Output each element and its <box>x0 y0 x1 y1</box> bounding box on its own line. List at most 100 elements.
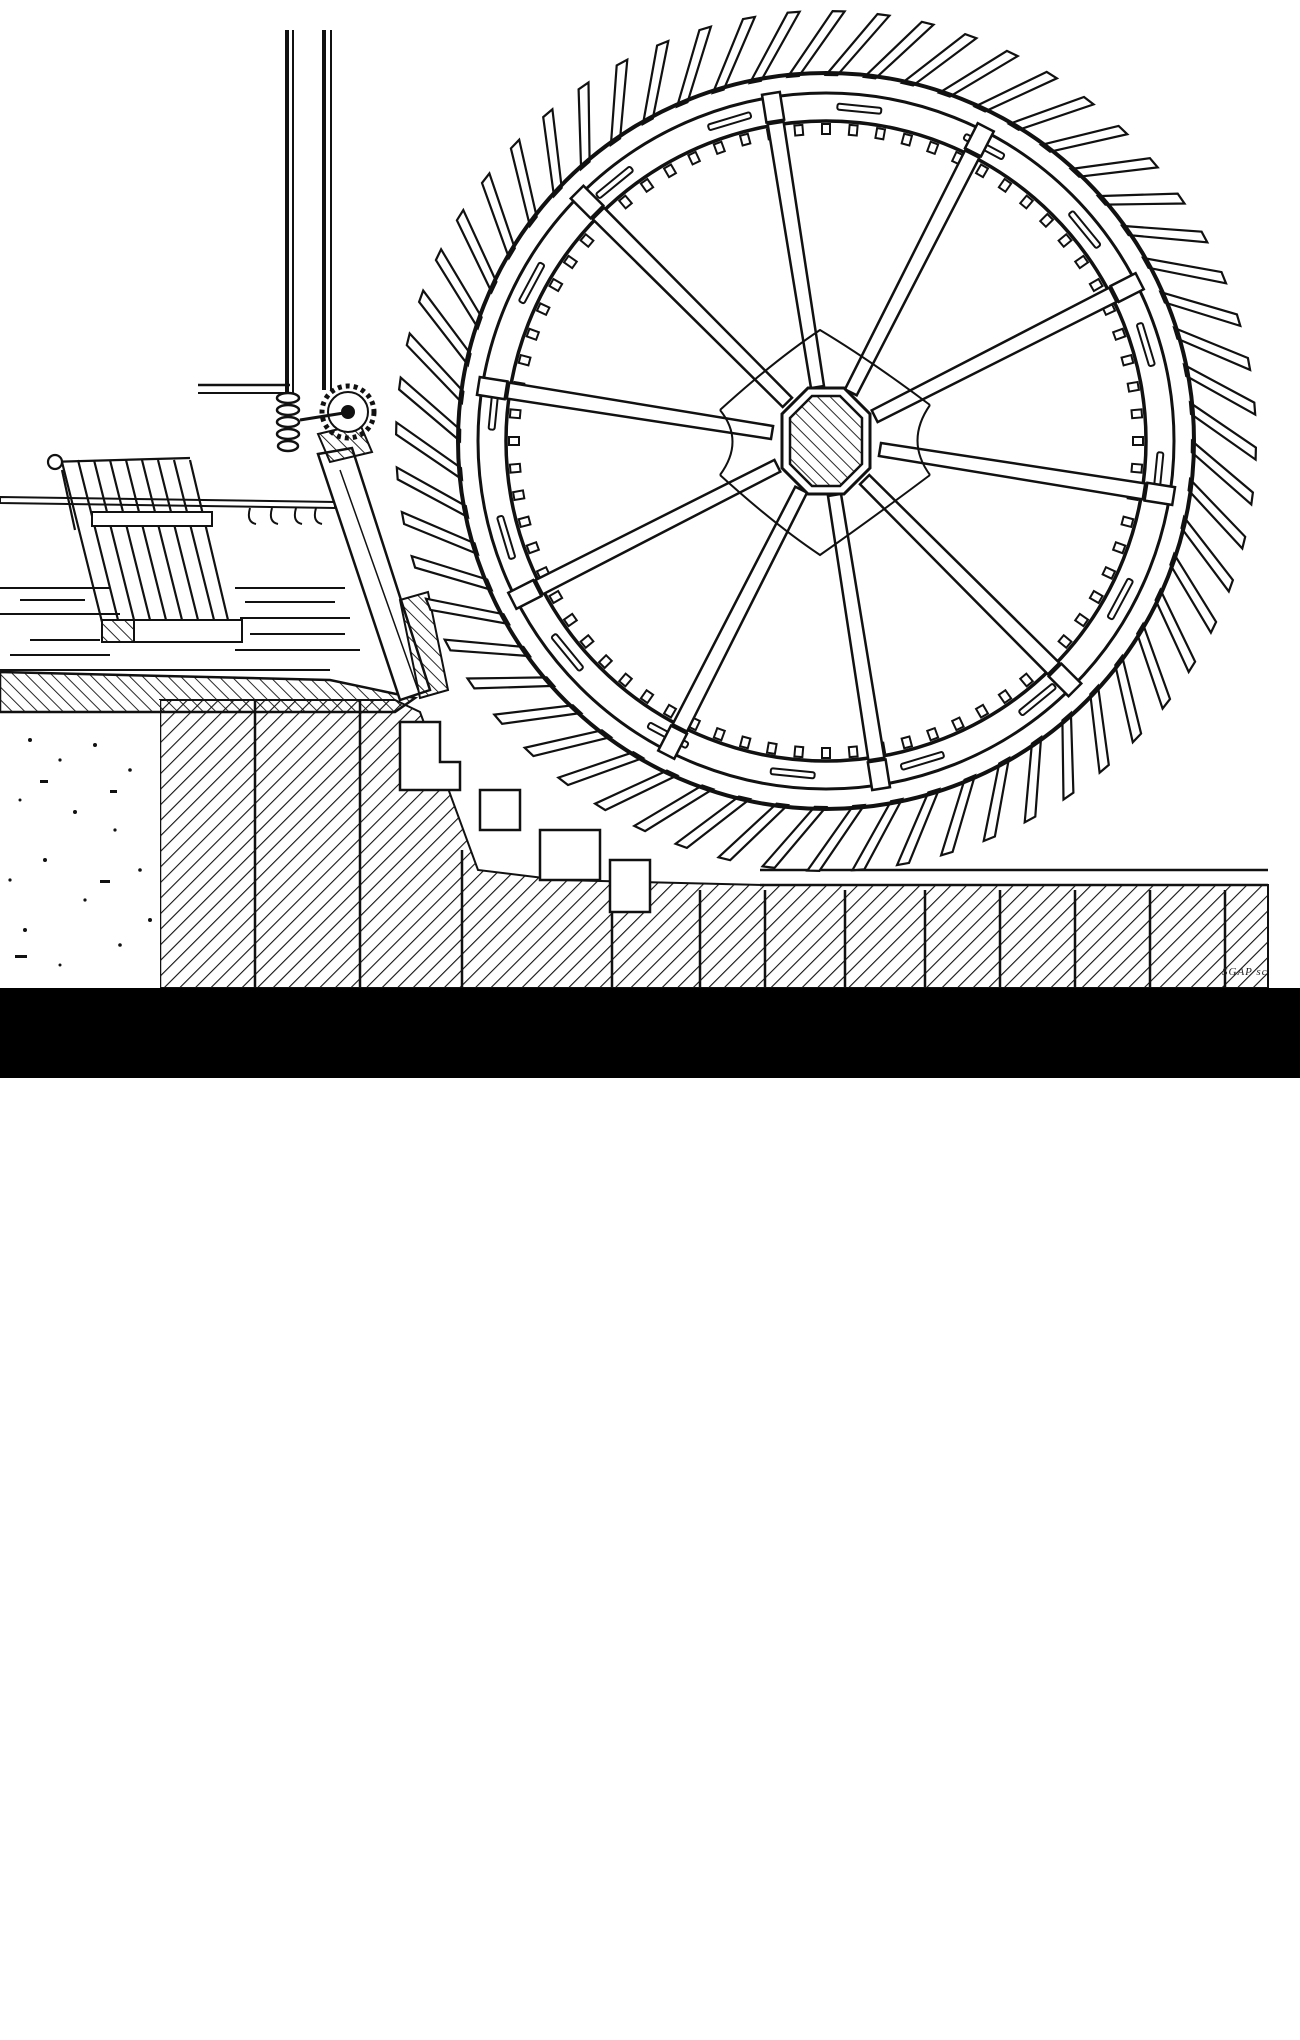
cog <box>1073 612 1090 628</box>
bucket <box>936 49 1021 98</box>
cog <box>738 735 752 750</box>
bucket <box>609 57 629 148</box>
bucket <box>641 39 670 127</box>
cog <box>508 436 520 446</box>
rim-slot <box>595 165 634 199</box>
spoke-clamp <box>963 121 996 159</box>
cog <box>508 462 522 474</box>
cog <box>1120 515 1135 529</box>
rim-slot <box>550 633 584 672</box>
trash-rack <box>46 453 230 623</box>
cog <box>1120 353 1135 367</box>
bucket <box>1068 157 1160 178</box>
cog <box>1130 462 1144 474</box>
bucket <box>1154 587 1197 675</box>
cog <box>517 353 532 367</box>
cog <box>874 126 887 141</box>
watermark-footer: alamy EW4CRW <box>0 988 1300 2038</box>
bucket <box>1023 734 1043 825</box>
bucket <box>675 25 713 109</box>
cog <box>562 254 579 270</box>
control-rods <box>198 30 332 395</box>
spoke <box>671 485 809 734</box>
bucket <box>397 375 462 444</box>
cog <box>765 741 778 756</box>
rim-slot <box>1068 210 1102 249</box>
image-id-label: EW4CRW <box>1179 2005 1270 2027</box>
bucket <box>1006 95 1096 132</box>
rim-slot <box>1106 577 1134 621</box>
rim-slot <box>707 111 753 131</box>
cog <box>1073 254 1090 270</box>
bucket <box>1180 514 1235 594</box>
bucket <box>823 12 892 77</box>
spoke <box>826 492 886 762</box>
bucket <box>1135 621 1172 711</box>
spoke-clamp <box>656 723 689 761</box>
beam-hooks <box>247 507 323 525</box>
bucket <box>1114 653 1143 745</box>
cog <box>1088 277 1104 293</box>
bucket <box>1169 551 1218 636</box>
rack-crossbar <box>91 511 213 527</box>
bucket <box>424 597 512 626</box>
cog <box>511 489 526 502</box>
cog <box>579 232 595 249</box>
spoke <box>870 286 1119 424</box>
cog <box>1057 232 1073 249</box>
cog <box>847 745 859 759</box>
bucket <box>631 784 716 833</box>
cog <box>525 327 541 342</box>
cog <box>1101 565 1117 580</box>
bucket <box>1158 290 1242 328</box>
spoke <box>590 205 794 409</box>
rack-sill-hatched <box>101 619 135 643</box>
cog <box>793 745 805 759</box>
cog <box>712 726 727 742</box>
cog <box>1018 194 1035 210</box>
cog <box>712 140 727 156</box>
bucket <box>850 797 905 872</box>
wheel-buckets <box>394 9 1258 873</box>
spoke <box>843 148 981 397</box>
bucket <box>711 15 757 95</box>
cog <box>639 688 655 705</box>
bucket <box>455 207 498 295</box>
bucket <box>405 331 465 406</box>
stepped-breast <box>398 720 652 914</box>
cog <box>925 726 940 742</box>
bucket <box>577 80 591 172</box>
spoke-clamp <box>475 375 509 401</box>
rim-slot <box>1136 322 1156 368</box>
spoke <box>877 441 1147 501</box>
bucket <box>442 638 533 658</box>
bucket <box>1038 124 1130 153</box>
cog <box>1038 212 1055 229</box>
cog <box>1130 408 1144 420</box>
cog <box>974 163 990 179</box>
cog <box>1057 633 1073 650</box>
engraver-signature: SGAP sc <box>1222 966 1268 978</box>
cog <box>1111 327 1127 342</box>
spoke-clamp <box>760 90 786 124</box>
bucket <box>492 704 584 725</box>
ground-slab <box>0 670 419 714</box>
bucket <box>556 750 646 787</box>
wheel-inner-ring <box>504 119 1148 763</box>
tailrace <box>760 868 1268 887</box>
hub-web <box>719 328 931 557</box>
bucket <box>395 465 470 520</box>
bucket <box>716 802 791 862</box>
spoke <box>505 381 775 441</box>
cog <box>1126 380 1141 393</box>
cog <box>950 716 965 732</box>
spoke-clamp <box>568 183 606 221</box>
bucket <box>805 803 867 873</box>
bucket <box>785 9 847 79</box>
cog <box>548 277 564 293</box>
wheel-spokes <box>475 90 1177 792</box>
bucket <box>465 676 557 690</box>
alamy-logo: alamy <box>22 1991 143 2040</box>
bucket <box>1172 326 1252 372</box>
rim-slot <box>518 261 546 305</box>
